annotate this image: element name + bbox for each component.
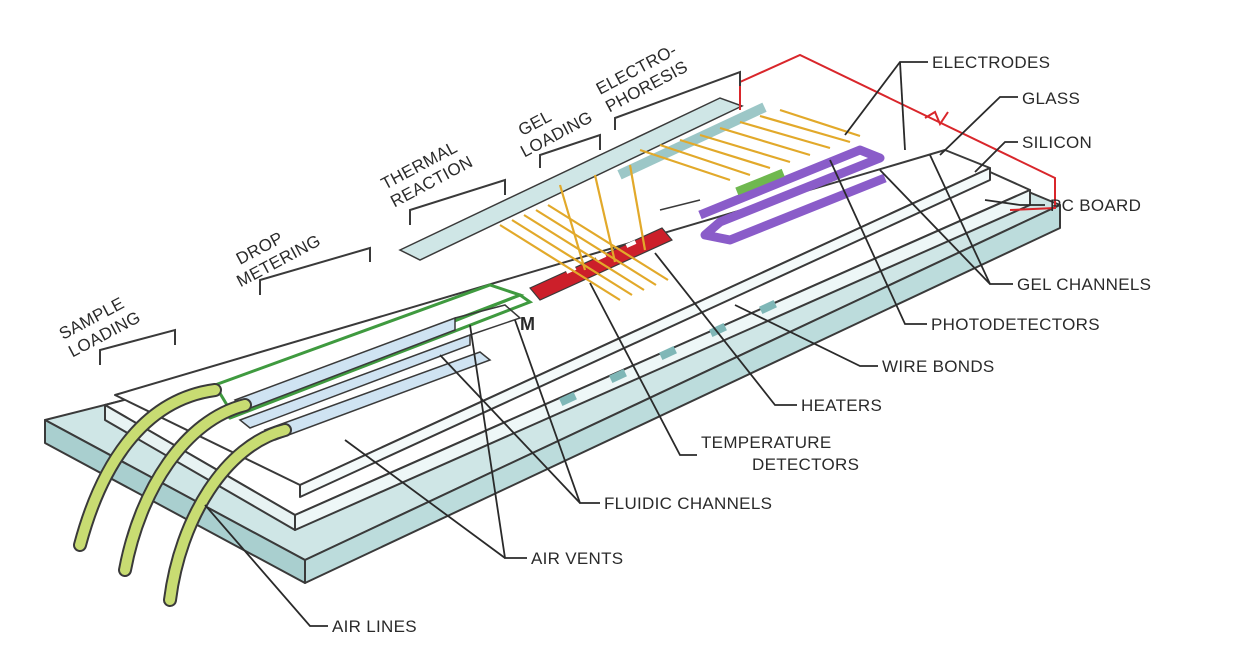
air-lines [73,383,292,607]
stage-brackets [99,70,741,365]
callout-labels: ELECTRODES GLASS SILICON PC BOARD GEL CH… [332,53,1151,636]
gel-channels [659,145,887,245]
label-gel-channels: GEL CHANNELS [1017,275,1151,294]
label-air-vents: AIR VENTS [531,549,623,568]
label-electrodes: ELECTRODES [932,53,1050,72]
board-pads [559,299,777,407]
electrode-traces [499,108,861,301]
stage-electrophoresis: ELECTRO- PHORESIS [593,38,694,116]
label-wire-bonds: WIRE BONDS [882,357,995,376]
label-heaters: HEATERS [801,396,882,415]
svg-text:M: M [520,314,535,334]
stage-thermal-reaction: THERMAL REACTION [378,134,476,211]
label-silicon: SILICON [1022,133,1092,152]
label-air-lines: AIR LINES [332,617,417,636]
label-temperature-detectors: TEMPERATURE DETECTORS [701,433,859,474]
stage-band [398,97,767,261]
label-glass: GLASS [1022,89,1080,108]
label-photodetectors: PHOTODETECTORS [931,315,1100,334]
label-fluidic-channels: FLUIDIC CHANNELS [604,494,772,513]
electrode-wire [739,53,1056,211]
stage-drop-metering: DROP METERING [224,213,324,291]
label-pc-board: PC BOARD [1050,196,1141,215]
leader-lines [204,61,1045,627]
fluidic-channels: M [212,283,535,441]
